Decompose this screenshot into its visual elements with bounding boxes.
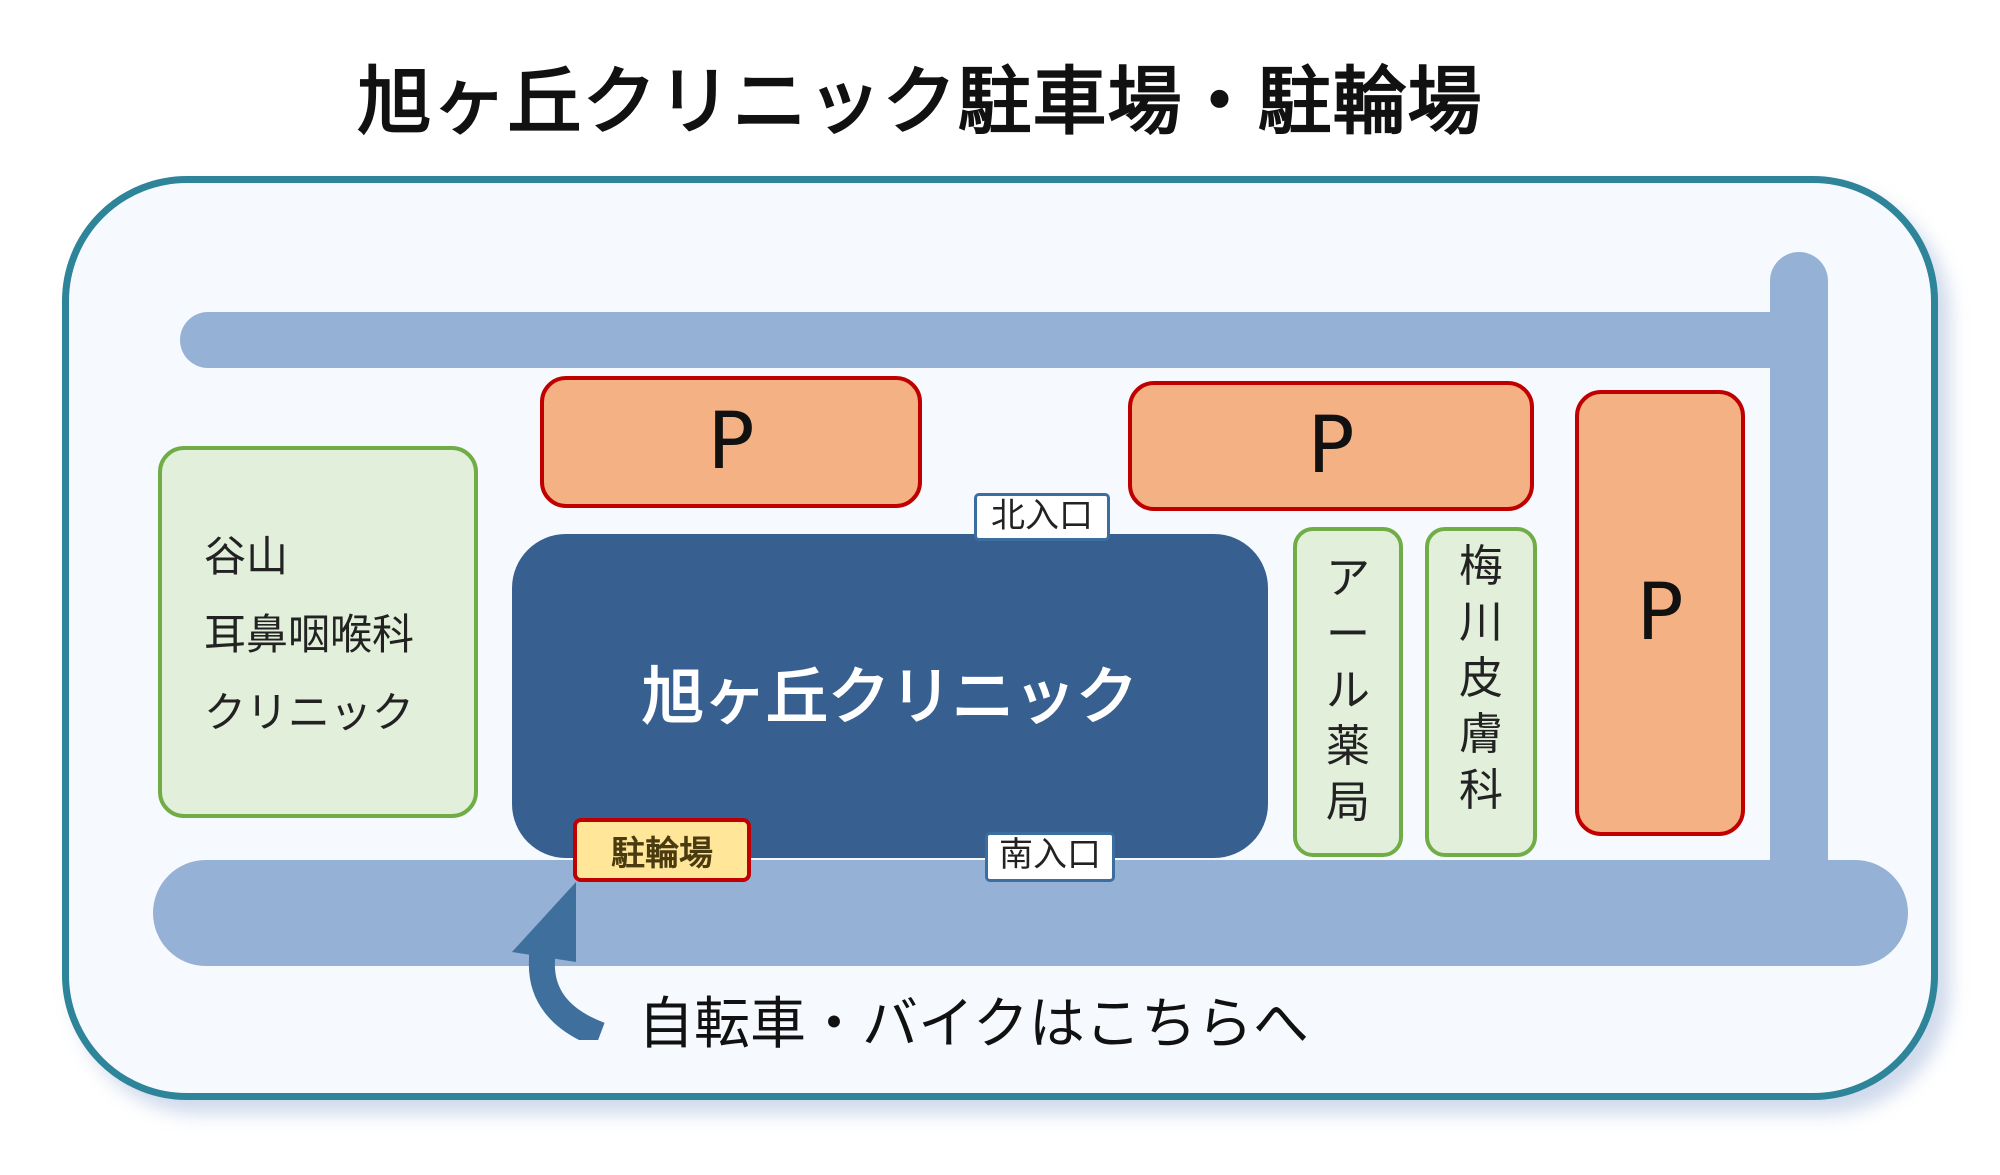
neighbor-pharmacy: ア ー ル 薬 局 [1293, 527, 1403, 857]
road-north [180, 312, 1820, 368]
parking-icon: P [1307, 401, 1355, 491]
vertical-label-char: 川 [1459, 597, 1503, 648]
neighbor-label-line: 谷山 [204, 532, 289, 581]
north-entrance-label: 北入口 [974, 493, 1110, 541]
neighbor-label-line: クリニック [204, 688, 415, 737]
vertical-label-char: 薬 [1326, 721, 1370, 772]
vertical-label-char: ー [1326, 609, 1370, 660]
parking-lot-north-west: P [540, 376, 922, 508]
vertical-label-char: ル [1326, 665, 1370, 716]
road-east [1770, 252, 1828, 912]
curved-arrow-icon [512, 882, 605, 1040]
south-entrance-label: 南入口 [985, 832, 1115, 882]
bike-parking-label: 駐輪場 [611, 833, 713, 874]
parking-lot-east: P [1575, 390, 1745, 836]
neighbor-dermatology: 梅 川 皮 膚 科 [1425, 527, 1537, 857]
main-clinic-building: 旭ヶ丘クリニック [512, 534, 1268, 858]
vertical-label-char: 科 [1459, 765, 1503, 816]
vertical-label-char: 膚 [1459, 709, 1503, 760]
neighbor-ent-clinic: 谷山 耳鼻咽喉科 クリニック [158, 446, 478, 818]
bike-parking-area: 駐輪場 [573, 818, 751, 882]
parking-icon: P [1636, 568, 1684, 658]
vertical-label-char: ア [1326, 553, 1370, 604]
bike-directions-caption: 自転車・バイクはこちらへ [638, 992, 1309, 1057]
map-title: 旭ヶ丘クリニック駐車場・駐輪場 [357, 59, 1483, 145]
main-clinic-label: 旭ヶ丘クリニック [641, 660, 1138, 733]
neighbor-label-line: 耳鼻咽喉科 [204, 610, 415, 659]
parking-icon: P [707, 397, 755, 487]
vertical-label-char: 梅 [1459, 541, 1503, 592]
parking-lot-north-east: P [1128, 381, 1534, 511]
vertical-label-char: 局 [1326, 777, 1370, 828]
vertical-label-char: 皮 [1459, 653, 1503, 704]
